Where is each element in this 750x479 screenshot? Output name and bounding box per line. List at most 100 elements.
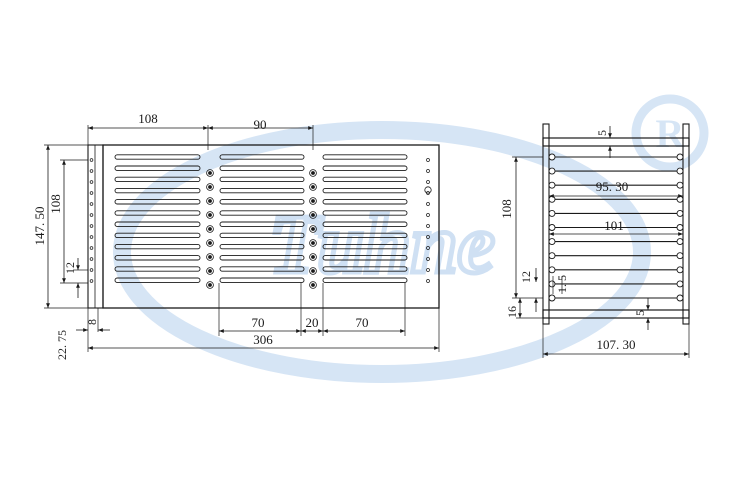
- dim-108-left: 108: [48, 194, 63, 214]
- mount-hole: [309, 225, 317, 233]
- mount-hole-center: [208, 185, 212, 189]
- flange-hole: [89, 191, 94, 195]
- slot: [219, 154, 305, 160]
- mount-hole-center: [208, 199, 212, 203]
- dim-22-75: 22. 75: [55, 330, 69, 360]
- dim-5-bottom: 5: [633, 310, 647, 316]
- dim-90-top: 90: [254, 117, 267, 132]
- fin-knob: [676, 209, 684, 217]
- fin-knob: [548, 266, 556, 274]
- dim-8: 8: [85, 319, 99, 325]
- slot: [219, 243, 305, 250]
- slot: [219, 210, 305, 216]
- mount-hole: [309, 281, 317, 289]
- slot: [114, 176, 201, 183]
- edge-hole: [426, 213, 430, 217]
- dim-20: 20: [306, 315, 319, 330]
- mount-hole-center: [208, 255, 212, 259]
- fin-knob: [676, 153, 684, 161]
- fin-knob: [548, 294, 556, 302]
- mount-hole-center: [208, 241, 212, 245]
- dim-107-30: 107. 30: [597, 337, 636, 352]
- mount-hole: [309, 239, 317, 247]
- fin-knob: [676, 224, 684, 231]
- fin-knob: [676, 238, 684, 246]
- slot: [322, 187, 408, 194]
- slot: [114, 199, 201, 205]
- slot: [219, 176, 305, 183]
- edge-hole: [426, 235, 430, 239]
- mount-hole: [309, 183, 317, 191]
- mount-hole: [206, 183, 214, 191]
- dim-12-left: 12: [63, 262, 77, 274]
- mount-hole-center: [208, 269, 212, 273]
- dim-70-right: 70: [356, 315, 369, 330]
- mount-hole: [206, 197, 214, 205]
- mount-hole: [309, 253, 317, 261]
- front-slots: [114, 154, 408, 283]
- registered-mark-icon: [631, 94, 709, 172]
- slot: [322, 266, 408, 272]
- slot: [322, 199, 408, 205]
- registered-mark-letter: R: [656, 111, 686, 156]
- watermark: Tuhne R: [113, 94, 709, 383]
- front-holes: [206, 158, 432, 289]
- slot: [219, 187, 305, 194]
- slot: [114, 210, 201, 216]
- fin-knob: [548, 209, 556, 217]
- edge-hole: [426, 246, 430, 250]
- slot: [219, 255, 305, 261]
- slot: [322, 277, 408, 283]
- slot: [219, 266, 305, 272]
- slot: [322, 210, 408, 216]
- slot: [114, 187, 201, 194]
- fin-knob: [676, 294, 684, 302]
- mount-hole: [309, 197, 317, 205]
- flange-hole: [89, 279, 94, 283]
- slot: [219, 232, 305, 239]
- edge-hole-large: [424, 186, 432, 194]
- dim-5-top: 5: [595, 130, 609, 136]
- mount-hole: [206, 211, 214, 219]
- mount-hole-center: [311, 171, 315, 175]
- slot: [114, 221, 201, 227]
- flange-hole: [89, 180, 94, 184]
- fin-knob: [548, 153, 556, 161]
- edge-hole: [426, 279, 430, 283]
- flange-hole: [89, 158, 94, 162]
- edge-hole: [426, 257, 430, 261]
- slot: [322, 255, 408, 261]
- edge-hole: [426, 169, 430, 173]
- mount-hole: [206, 267, 214, 275]
- slot: [114, 277, 201, 283]
- dim-1-5: 1. 5: [555, 275, 569, 293]
- edge-hole: [426, 158, 430, 162]
- mount-hole-center: [311, 227, 315, 231]
- front-view: [44, 125, 440, 352]
- flange-holes: [89, 158, 94, 283]
- slot: [114, 243, 201, 250]
- dim-101: 101: [604, 218, 624, 233]
- slot: [114, 232, 201, 239]
- mount-hole-center: [311, 255, 315, 259]
- side-view: [512, 123, 690, 358]
- slot: [219, 221, 305, 227]
- dim-108-side: 108: [499, 199, 514, 219]
- mount-hole-center: [311, 241, 315, 245]
- flange-hole: [89, 257, 94, 261]
- slot: [114, 255, 201, 261]
- mount-hole: [309, 169, 317, 177]
- mount-hole: [206, 169, 214, 177]
- slot: [322, 232, 408, 239]
- flange-hole: [89, 235, 94, 239]
- front-view-dimensions: 108 90 147. 50 108 12 22. 75 8 70 20 70 …: [32, 111, 369, 360]
- left-flange: [87, 144, 104, 309]
- fin-knob: [548, 181, 556, 189]
- mount-hole-center: [311, 199, 315, 203]
- mount-hole-center: [208, 227, 212, 231]
- slot: [114, 154, 201, 160]
- fin-knob: [548, 167, 556, 175]
- flange-hole: [89, 213, 94, 217]
- side-left-post: [542, 123, 550, 325]
- edge-hole: [426, 202, 430, 206]
